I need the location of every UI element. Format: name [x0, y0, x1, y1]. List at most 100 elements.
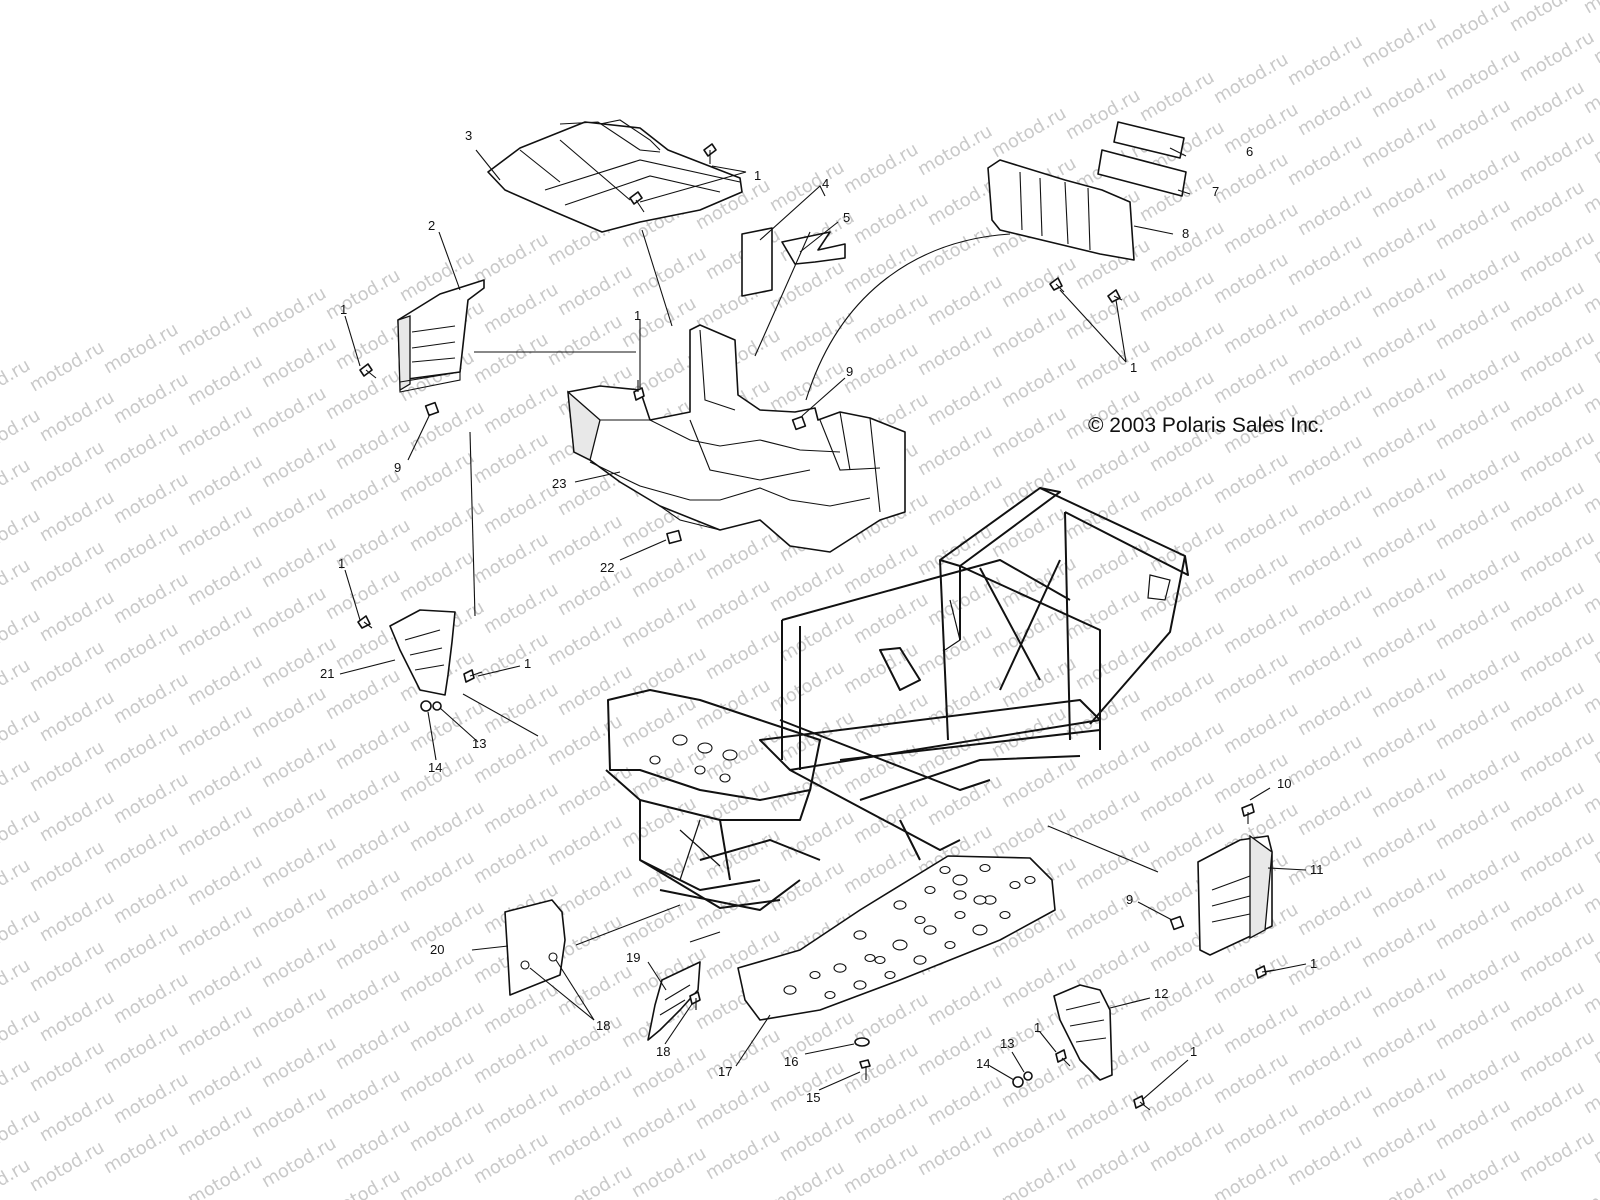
watermark-text: motod.ru	[988, 303, 1070, 362]
watermark-text: motod.ru	[766, 657, 848, 716]
watermark-text: motod.ru	[110, 869, 192, 928]
watermark-text: motod.ru	[554, 1061, 636, 1120]
watermark-text: motod.ru	[1368, 763, 1450, 822]
watermark-text: motod.ru	[702, 525, 784, 584]
part-23-floor-footwell	[567, 324, 906, 553]
watermark-text: motod.ru	[1136, 767, 1218, 826]
skid-plate-hole	[833, 963, 847, 973]
watermark-text: motod.ru	[1432, 995, 1514, 1054]
watermark-text: motod.ru	[766, 1157, 848, 1200]
part-3-upper-shield	[487, 119, 743, 233]
skid-plate-hole	[809, 970, 821, 980]
watermark-text: motod.ru	[1432, 895, 1514, 954]
callout-label: 11	[1310, 862, 1324, 877]
part-17-skid-plate	[737, 855, 1056, 1021]
skid-plate-hole	[939, 865, 951, 875]
skid-plate-hole	[874, 955, 886, 965]
callout-label: 1	[340, 302, 347, 317]
watermark-text: motod.ru	[998, 253, 1080, 312]
watermark-text: motod.ru	[184, 1051, 266, 1110]
watermark-text: motod.ru	[1220, 699, 1302, 758]
callout-label: 1	[1034, 1020, 1041, 1035]
watermark-text: motod.ru	[396, 747, 478, 806]
watermark-text: motod.ru	[1136, 1067, 1218, 1126]
watermark-text: motod.ru	[332, 1115, 414, 1174]
watermark-text: motod.ru	[1284, 331, 1366, 390]
skid-plate-hole	[1009, 880, 1021, 890]
skid-plate-hole	[783, 985, 797, 995]
callout-label: 22	[600, 560, 614, 575]
watermark-text: motod.ru	[924, 371, 1006, 430]
clip-icon	[791, 415, 807, 431]
watermark-text: motod.ru	[26, 637, 108, 696]
watermark-text: motod.ru	[1442, 945, 1524, 1004]
watermark-text: motod.ru	[914, 621, 996, 680]
watermark-text: motod.ru	[406, 497, 488, 556]
watermark-text: motod.ru	[1442, 445, 1524, 504]
watermark-text: motod.ru	[184, 551, 266, 610]
watermark-text: motod.ru	[1358, 1013, 1440, 1072]
watermark-text: motod.ru	[100, 1119, 182, 1178]
bolt-icon	[1133, 1095, 1151, 1111]
callout-label: 3	[465, 128, 472, 143]
watermark-text: motod.ru	[248, 783, 330, 842]
watermark-text: motod.ru	[470, 529, 552, 588]
watermark-text: motod.ru	[998, 353, 1080, 412]
watermark-text: motod.ru	[924, 1071, 1006, 1130]
watermark-text: motod.ru	[1506, 1077, 1588, 1136]
watermark-text: motod.ru	[100, 419, 182, 478]
watermark-text: motod.ru	[1516, 527, 1598, 586]
watermark-text: motod.ru	[850, 689, 932, 748]
watermark-text: motod.ru	[174, 301, 256, 360]
callout-label: 16	[784, 1054, 798, 1069]
watermark-text: motod.ru	[544, 611, 626, 670]
watermark-text: motod.ru	[110, 569, 192, 628]
watermark-text: motod.ru	[766, 257, 848, 316]
watermark-text: motod.ru	[26, 1137, 108, 1196]
watermark-text: motod.ru	[1516, 1027, 1598, 1086]
watermark-text: motod.ru	[248, 883, 330, 942]
watermark-text: motod.ru	[1220, 599, 1302, 658]
watermark-text: motod.ru	[1210, 649, 1292, 708]
watermark-text: motod.ru	[1516, 127, 1598, 186]
watermark-text: motod.ru	[100, 819, 182, 878]
watermark-text: motod.ru	[1516, 327, 1598, 386]
leader-lines	[339, 147, 1307, 1101]
callout-label: 13	[1000, 1036, 1014, 1051]
watermark-text: motod.ru	[766, 1057, 848, 1116]
watermark-text: motod.ru	[1368, 463, 1450, 522]
watermark-text: motod.ru	[1442, 545, 1524, 604]
watermark-text: motod.ru	[396, 1147, 478, 1200]
skid-plate-hole	[979, 863, 991, 873]
watermark-text: motod.ru	[322, 965, 404, 1024]
skid-plate-hole	[923, 925, 937, 935]
callout-label: 7	[1212, 184, 1219, 199]
watermark-text: motod.ru	[776, 307, 858, 366]
watermark-text: motod.ru	[1506, 977, 1588, 1036]
watermark-text: motod.ru	[1368, 1163, 1450, 1200]
watermark-text: motod.ru	[332, 815, 414, 874]
watermark-text: motod.ru	[26, 337, 108, 396]
callout-label: 18	[656, 1044, 670, 1059]
watermark-text: motod.ru	[776, 607, 858, 666]
watermark-text: motod.ru	[988, 703, 1070, 762]
watermark-text: motod.ru	[396, 1047, 478, 1106]
watermark-text: motod.ru	[184, 1151, 266, 1200]
watermark-text: motod.ru	[184, 951, 266, 1010]
watermark-text: motod.ru	[332, 915, 414, 974]
watermark-text: motod.ru	[1146, 1017, 1228, 1076]
watermark-text: motod.ru	[26, 537, 108, 596]
watermark-text: motod.ru	[1506, 177, 1588, 236]
watermark-text: motod.ru	[1136, 467, 1218, 526]
watermark-text: motod.ru	[1284, 531, 1366, 590]
callout-label: 4	[822, 176, 829, 191]
watermark-text: motod.ru	[1284, 431, 1366, 490]
bolt-icon	[1107, 289, 1123, 303]
watermark-text: motod.ru	[174, 901, 256, 960]
watermark-text: motod.ru	[1284, 1131, 1366, 1190]
watermark-text: motod.ru	[692, 1075, 774, 1134]
watermark-text: motod.ru	[406, 397, 488, 456]
watermark-text: motod.ru	[924, 571, 1006, 630]
bolt-icon	[359, 363, 377, 379]
